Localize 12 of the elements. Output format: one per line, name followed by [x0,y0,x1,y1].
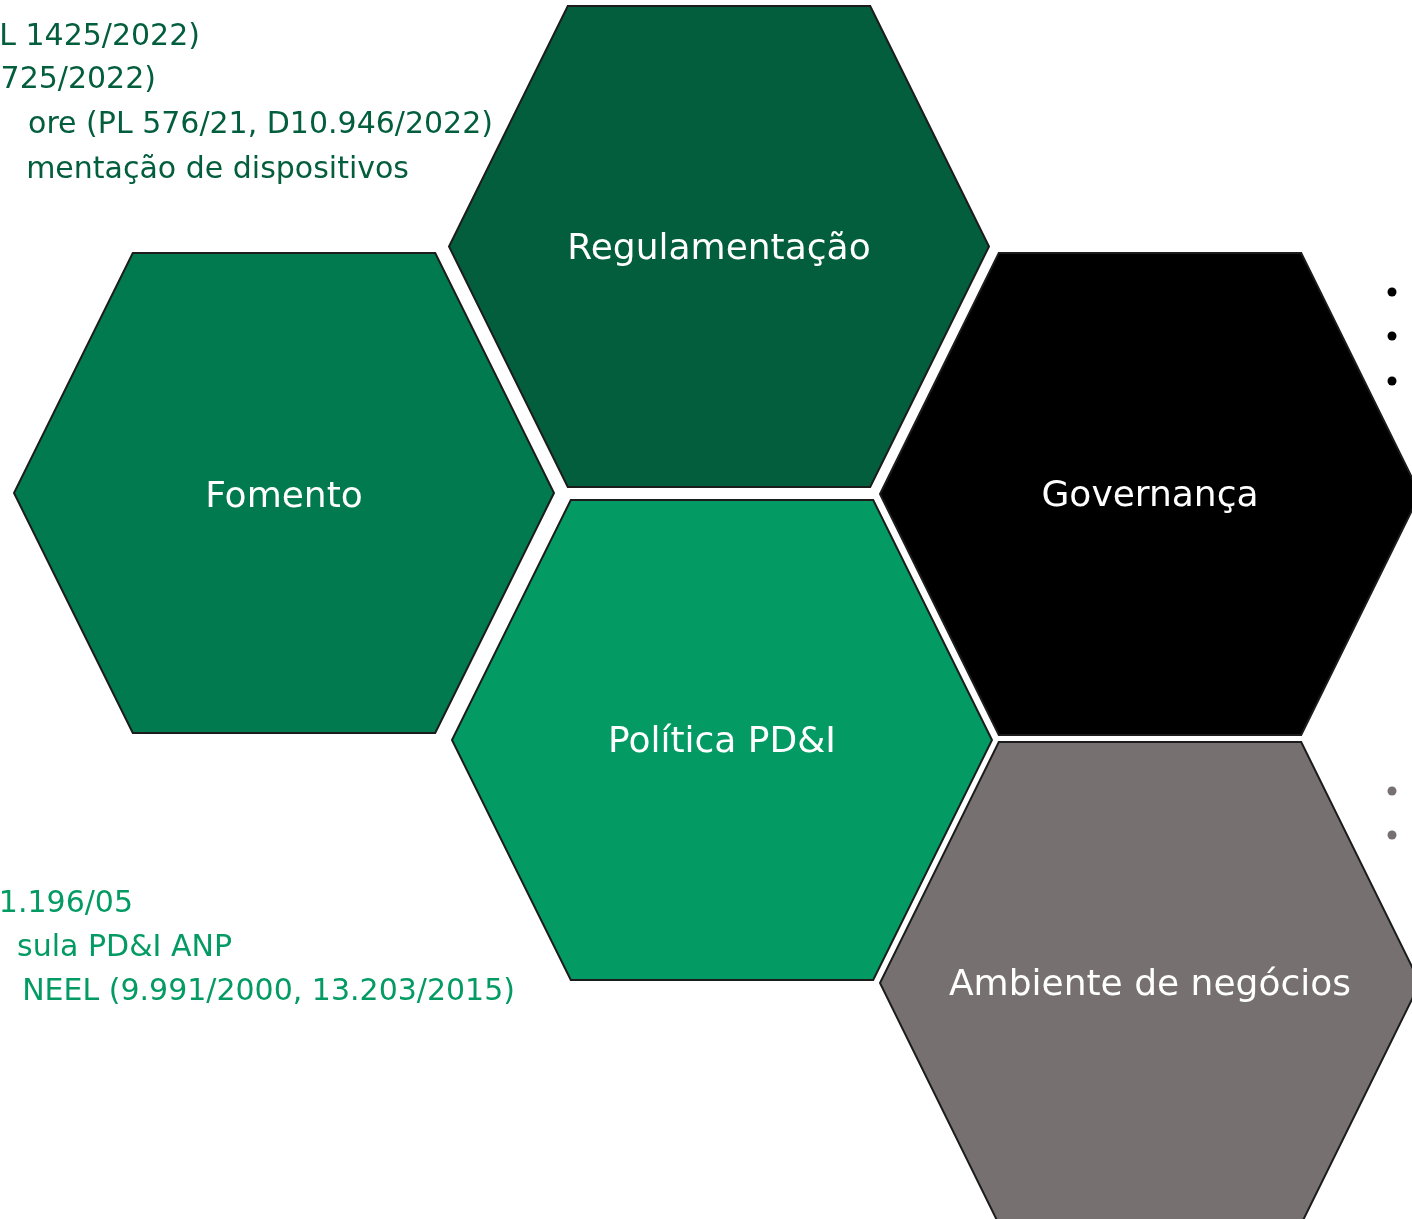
bullet-text: 725/2022) [0,59,156,97]
hexagon-label: Governança [1040,472,1260,516]
bullet-text: ore (PL 576/21, D10.946/2022) [28,104,493,142]
bullet-text: NEEL (9.991/2000, 13.203/2015) [22,971,515,1009]
hexagon-label: Regulamentação [566,224,872,269]
hexagon-label: Política PD&I [607,718,837,762]
hexagon-label: Ambiente de negócios [947,961,1353,1005]
bullet-text: 1.196/05 [0,883,133,921]
hexagon-label: Fomento [204,473,364,518]
bullet-text: L 1425/2022) [0,16,200,54]
bullet-text: sula PD&I ANP [17,927,232,965]
bullet-text: mentação de dispositivos [26,149,409,187]
